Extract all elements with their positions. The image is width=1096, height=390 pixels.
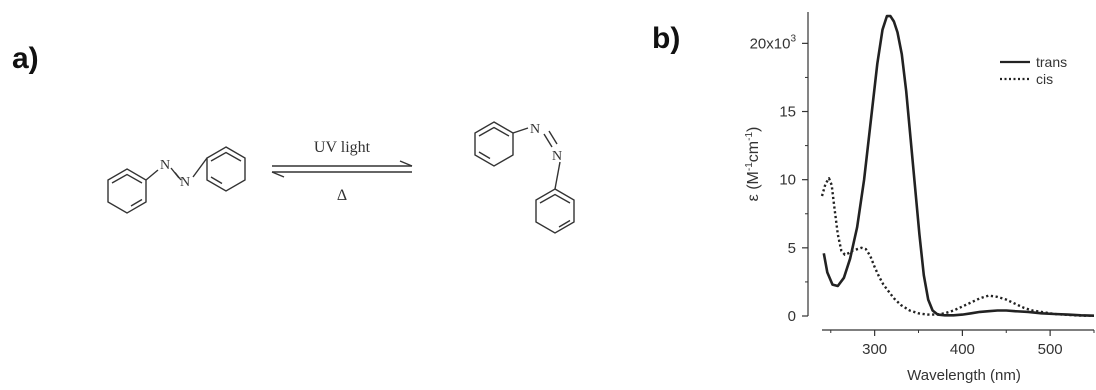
reverse-condition-label: Δ — [337, 187, 347, 204]
chart-series — [820, 14, 1095, 317]
cis-n1-atom: N — [530, 122, 540, 137]
x-tick-label: 500 — [1038, 341, 1063, 358]
legend-label-trans: trans — [1036, 54, 1067, 70]
legend-label-cis: cis — [1036, 71, 1053, 87]
y-tick-label: 20x103 — [750, 33, 797, 52]
series-line-trans — [822, 14, 1095, 317]
y-tick-label: 15 — [779, 104, 796, 121]
y-tick-label: 10 — [779, 172, 796, 189]
y-tick-label: 5 — [788, 240, 796, 257]
equilibrium-arrows — [271, 160, 413, 178]
cis-phenyl-lower — [535, 188, 575, 234]
trans-phenyl-right — [206, 146, 246, 192]
cis-n2-atom: N — [552, 149, 562, 164]
trans-azobenzene-structure — [107, 146, 246, 214]
y-tick-label: 0 — [788, 308, 796, 325]
y-exponent: 3 — [790, 33, 796, 44]
panel-b-label: b) — [652, 22, 681, 55]
trans-phenyl-left — [107, 168, 147, 214]
chart-axes — [802, 12, 1095, 336]
cis-azobenzene-structure — [474, 121, 575, 234]
x-axis-label: Wavelength (nm) — [907, 367, 1021, 384]
panel-a-label: a) — [12, 42, 39, 75]
trans-n2-atom: N — [180, 175, 190, 190]
y-axis-label: ε (M-1cm-1) — [744, 127, 762, 202]
forward-condition-label: UV light — [314, 139, 371, 156]
x-tick-label: 300 — [862, 341, 887, 358]
x-tick-label: 400 — [950, 341, 975, 358]
series-line-cis — [820, 177, 1095, 317]
y-axis-label-part: ) — [745, 127, 762, 132]
y-axis-label-part: -1 — [744, 162, 755, 171]
y-axis-label-part: cm — [745, 141, 762, 162]
y-axis-label-part: -1 — [744, 132, 755, 141]
trans-n1-atom: N — [160, 158, 170, 173]
y-axis-label-part: ε (M — [745, 171, 762, 201]
cis-phenyl-upper — [474, 121, 514, 167]
